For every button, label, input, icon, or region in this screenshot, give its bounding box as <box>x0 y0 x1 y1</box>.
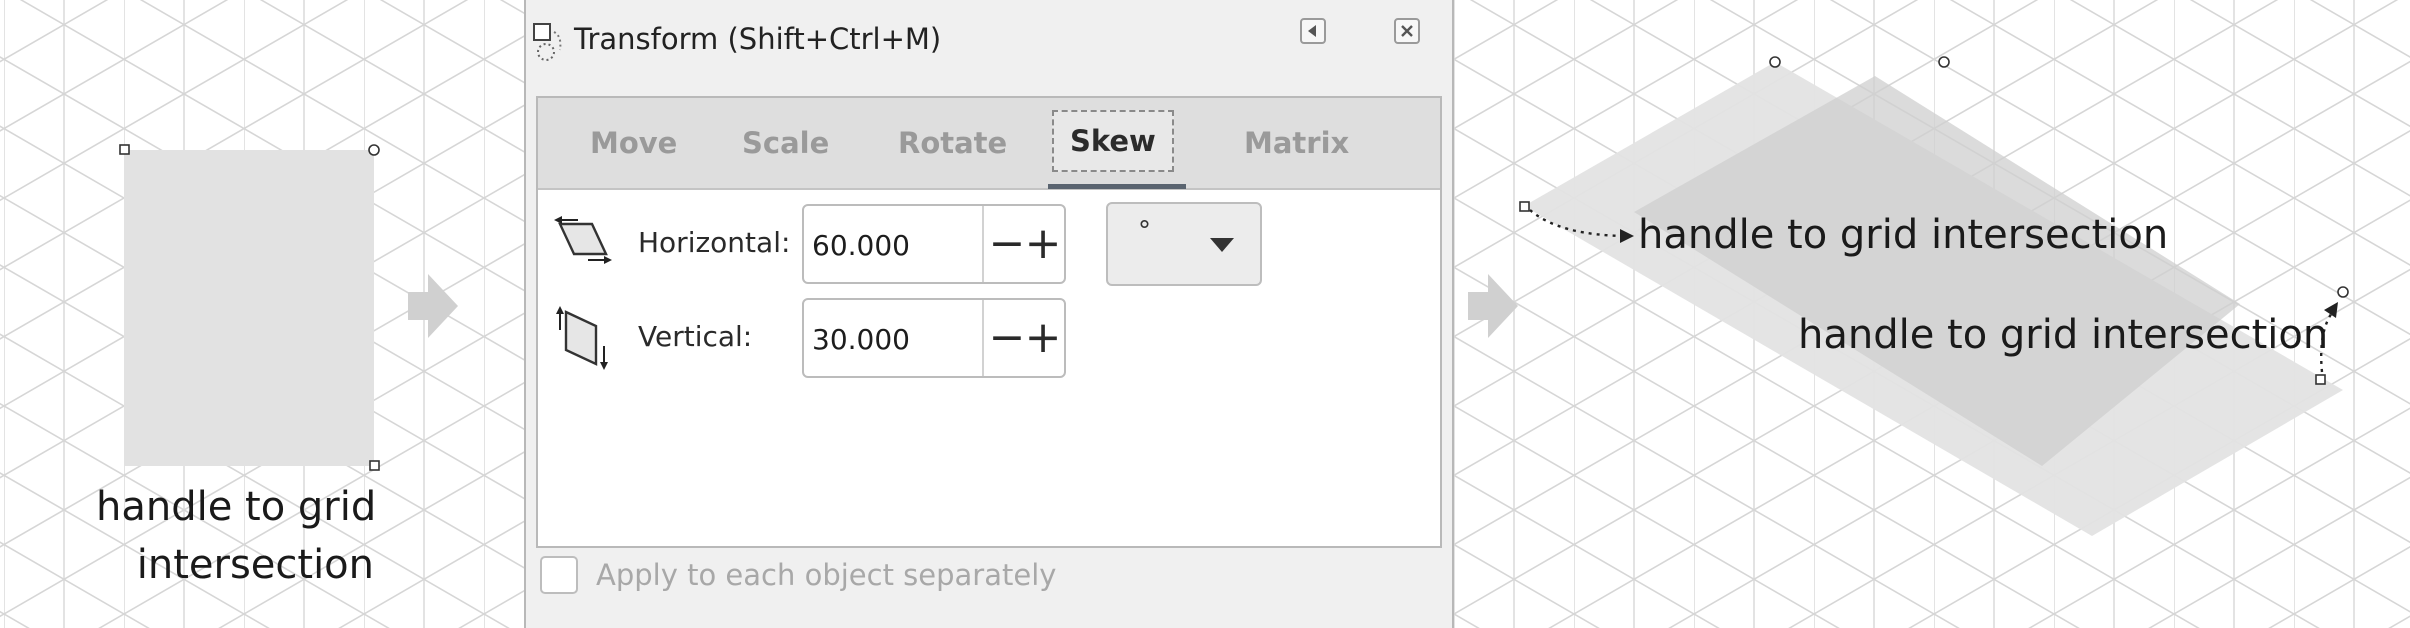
tab-rotate[interactable]: Rotate <box>898 126 1008 160</box>
resize-handle <box>2315 374 2326 385</box>
horizontal-label: Horizontal: <box>638 226 791 259</box>
close-icon <box>1401 25 1413 37</box>
tab-move[interactable]: Move <box>590 126 678 160</box>
unit-dropdown[interactable]: ° <box>1106 202 1262 286</box>
next-step-arrow-icon <box>408 274 458 338</box>
skewed-shape-dark <box>1634 76 2240 466</box>
separator <box>982 206 984 282</box>
rotate-handle <box>1769 56 1781 68</box>
active-tab-indicator <box>1048 184 1186 189</box>
left-canvas <box>0 0 524 628</box>
next-step-arrow-icon <box>1468 274 1518 338</box>
vertical-increment-button[interactable]: + <box>1024 312 1062 363</box>
annotation-line: intersection <box>136 542 374 588</box>
tab-panel: Move Scale Rotate Skew Matrix Horizontal… <box>536 96 1442 548</box>
resize-handle <box>1519 201 1530 212</box>
resize-handle[interactable] <box>119 144 130 155</box>
transform-dialog: Transform (Shift+Ctrl+M) Move Scale Rota… <box>524 0 1454 628</box>
tab-skew[interactable]: Skew <box>1052 110 1174 172</box>
vertical-spinbox: − + <box>802 298 1066 378</box>
left-annotation: handle to grid intersection <box>96 478 377 594</box>
horizontal-spinbox: − + <box>802 204 1066 284</box>
rotate-handle <box>1938 56 1950 68</box>
skewed-shape-light <box>1524 62 2343 536</box>
selected-rectangle[interactable] <box>124 150 374 466</box>
apply-each-checkbox[interactable] <box>540 556 578 594</box>
rotate-handle <box>2337 286 2349 298</box>
tab-matrix[interactable]: Matrix <box>1244 126 1350 160</box>
horizontal-increment-button[interactable]: + <box>1024 218 1062 269</box>
transform-dialog-icon <box>533 23 562 61</box>
right-annotation-top: handle to grid intersection <box>1638 212 2169 258</box>
separator <box>982 300 984 376</box>
annotation-line: handle to grid <box>96 484 377 530</box>
dotted-arrow <box>1529 209 1631 238</box>
title-bar: Transform (Shift+Ctrl+M) <box>526 0 1452 84</box>
horizontal-input[interactable] <box>810 206 974 284</box>
close-button[interactable] <box>1394 18 1420 44</box>
resize-handle[interactable] <box>369 460 380 471</box>
skew-horizontal-icon <box>554 216 612 264</box>
tab-scale[interactable]: Scale <box>742 126 830 160</box>
collapse-button[interactable] <box>1300 18 1326 44</box>
rotate-handle[interactable] <box>368 144 380 156</box>
unit-value: ° <box>1138 216 1151 246</box>
vertical-input[interactable] <box>810 300 974 378</box>
right-annotation-bottom: handle to grid intersection <box>1798 312 2329 358</box>
vertical-label: Vertical: <box>638 320 753 353</box>
vertical-decrement-button[interactable]: − <box>988 312 1026 363</box>
collapse-arrow-icon <box>1308 25 1316 37</box>
dialog-title: Transform (Shift+Ctrl+M) <box>574 22 942 56</box>
tab-bar: Move Scale Rotate Skew Matrix <box>538 98 1440 190</box>
chevron-down-icon <box>1210 238 1234 252</box>
apply-each-label: Apply to each object separately <box>596 558 1057 592</box>
skew-vertical-icon <box>556 306 608 370</box>
horizontal-decrement-button[interactable]: − <box>988 218 1026 269</box>
